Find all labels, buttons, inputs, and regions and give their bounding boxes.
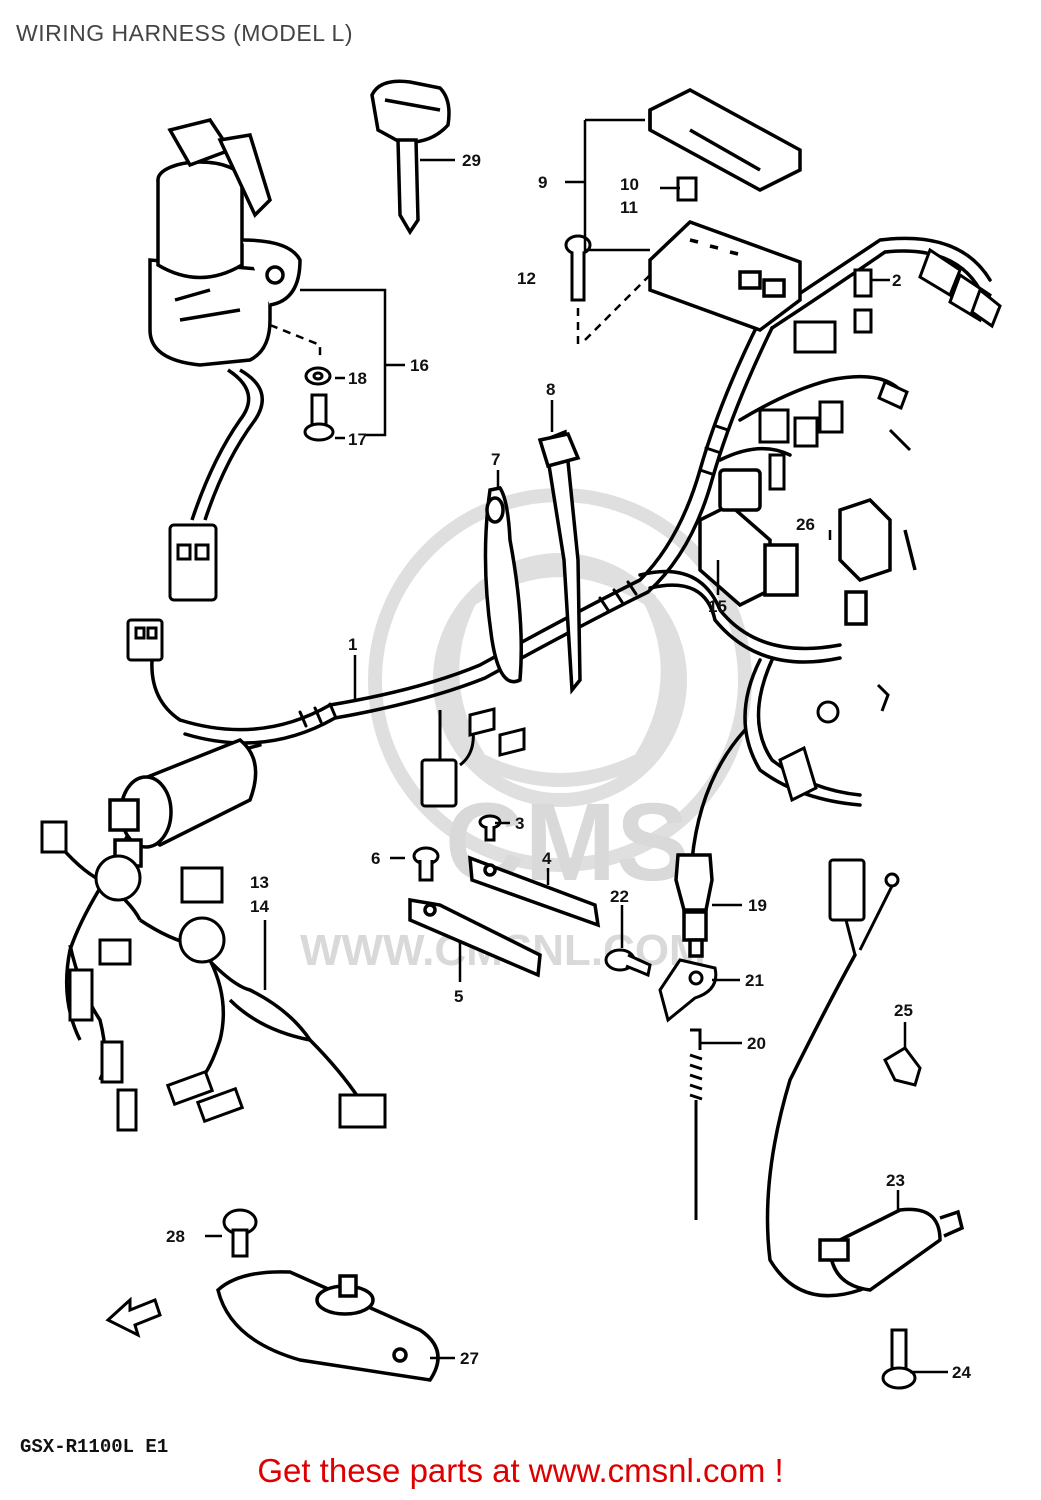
callout-29: 29	[462, 151, 481, 170]
callout-27: 27	[460, 1349, 479, 1368]
callout-21: 21	[745, 971, 764, 990]
direction-arrow	[105, 1296, 162, 1338]
leader-lines	[205, 118, 948, 1374]
callout-8: 8	[546, 380, 555, 399]
callout-4: 4	[542, 849, 552, 868]
ignition-switch-connector	[168, 523, 218, 602]
callout-13: 13	[250, 873, 269, 892]
harness-connector-left	[126, 618, 164, 662]
callout-19: 19	[748, 896, 767, 915]
bracket-21	[658, 958, 718, 1023]
spring-20	[689, 1028, 703, 1220]
callout-14: 14	[250, 897, 269, 916]
callout-1: 1	[348, 635, 357, 654]
callout-6: 6	[371, 849, 380, 868]
callout-5: 5	[454, 987, 463, 1006]
bolt-28	[222, 1208, 258, 1258]
clamp-band	[483, 486, 523, 684]
callouts: 1 2 3 4 5 6 7 8 9 10 11 12 13 14 15 16 1…	[166, 151, 971, 1382]
ground-terminal	[778, 683, 890, 803]
fuse-10-11	[676, 176, 698, 202]
callout-20: 20	[747, 1034, 766, 1053]
harness-connector-middle	[420, 707, 526, 808]
screw-22	[604, 948, 652, 978]
model-code: GSX-R1100L E1	[20, 1436, 168, 1458]
ignition-switch	[148, 118, 302, 367]
ignition-switch-cable	[190, 368, 264, 521]
callout-23: 23	[886, 1171, 905, 1190]
brake-light-switch	[674, 853, 714, 958]
cable-tie	[537, 429, 582, 695]
footer-link[interactable]: Get these parts at www.cmsnl.com !	[257, 1452, 784, 1489]
fuse-box-cover	[648, 88, 802, 192]
middle-connectors	[758, 400, 844, 491]
sub-harness-connectors	[40, 820, 387, 1132]
callout-10: 10	[620, 175, 639, 194]
callout-28: 28	[166, 1227, 185, 1246]
watermark-brand: CMS	[445, 781, 689, 904]
washer-18	[304, 366, 332, 386]
connectors-upper-right	[793, 247, 1002, 452]
bolt-6	[412, 846, 440, 882]
bracket-5	[408, 897, 542, 978]
key	[370, 79, 451, 236]
callout-2: 2	[892, 271, 901, 290]
callout-24: 24	[952, 1363, 971, 1382]
callout-25: 25	[894, 1001, 913, 1020]
callout-3: 3	[515, 814, 524, 833]
callout-15: 15	[708, 597, 727, 616]
callout-17: 17	[348, 430, 367, 449]
callout-26: 26	[796, 515, 815, 534]
page-title: WIRING HARNESS (MODEL L)	[16, 20, 354, 46]
solenoid-unit	[108, 737, 258, 868]
bolt-17	[303, 393, 335, 442]
callout-7: 7	[491, 450, 500, 469]
callout-9: 9	[538, 173, 547, 192]
horn-27	[216, 1270, 440, 1382]
callout-16: 16	[410, 356, 429, 375]
fuse-box	[648, 219, 802, 332]
bolt-24	[881, 1328, 917, 1390]
callout-22: 22	[610, 887, 629, 906]
clamp-25	[883, 1046, 922, 1087]
bracket-4	[468, 855, 601, 928]
connector-lower-right	[828, 858, 900, 956]
callout-18: 18	[348, 369, 367, 388]
resistor-23	[818, 1207, 965, 1292]
callout-11: 11	[620, 198, 638, 217]
relay-26	[838, 497, 917, 626]
screw-12	[564, 234, 592, 302]
callout-12: 12	[517, 269, 536, 288]
fuse-2	[853, 268, 873, 298]
